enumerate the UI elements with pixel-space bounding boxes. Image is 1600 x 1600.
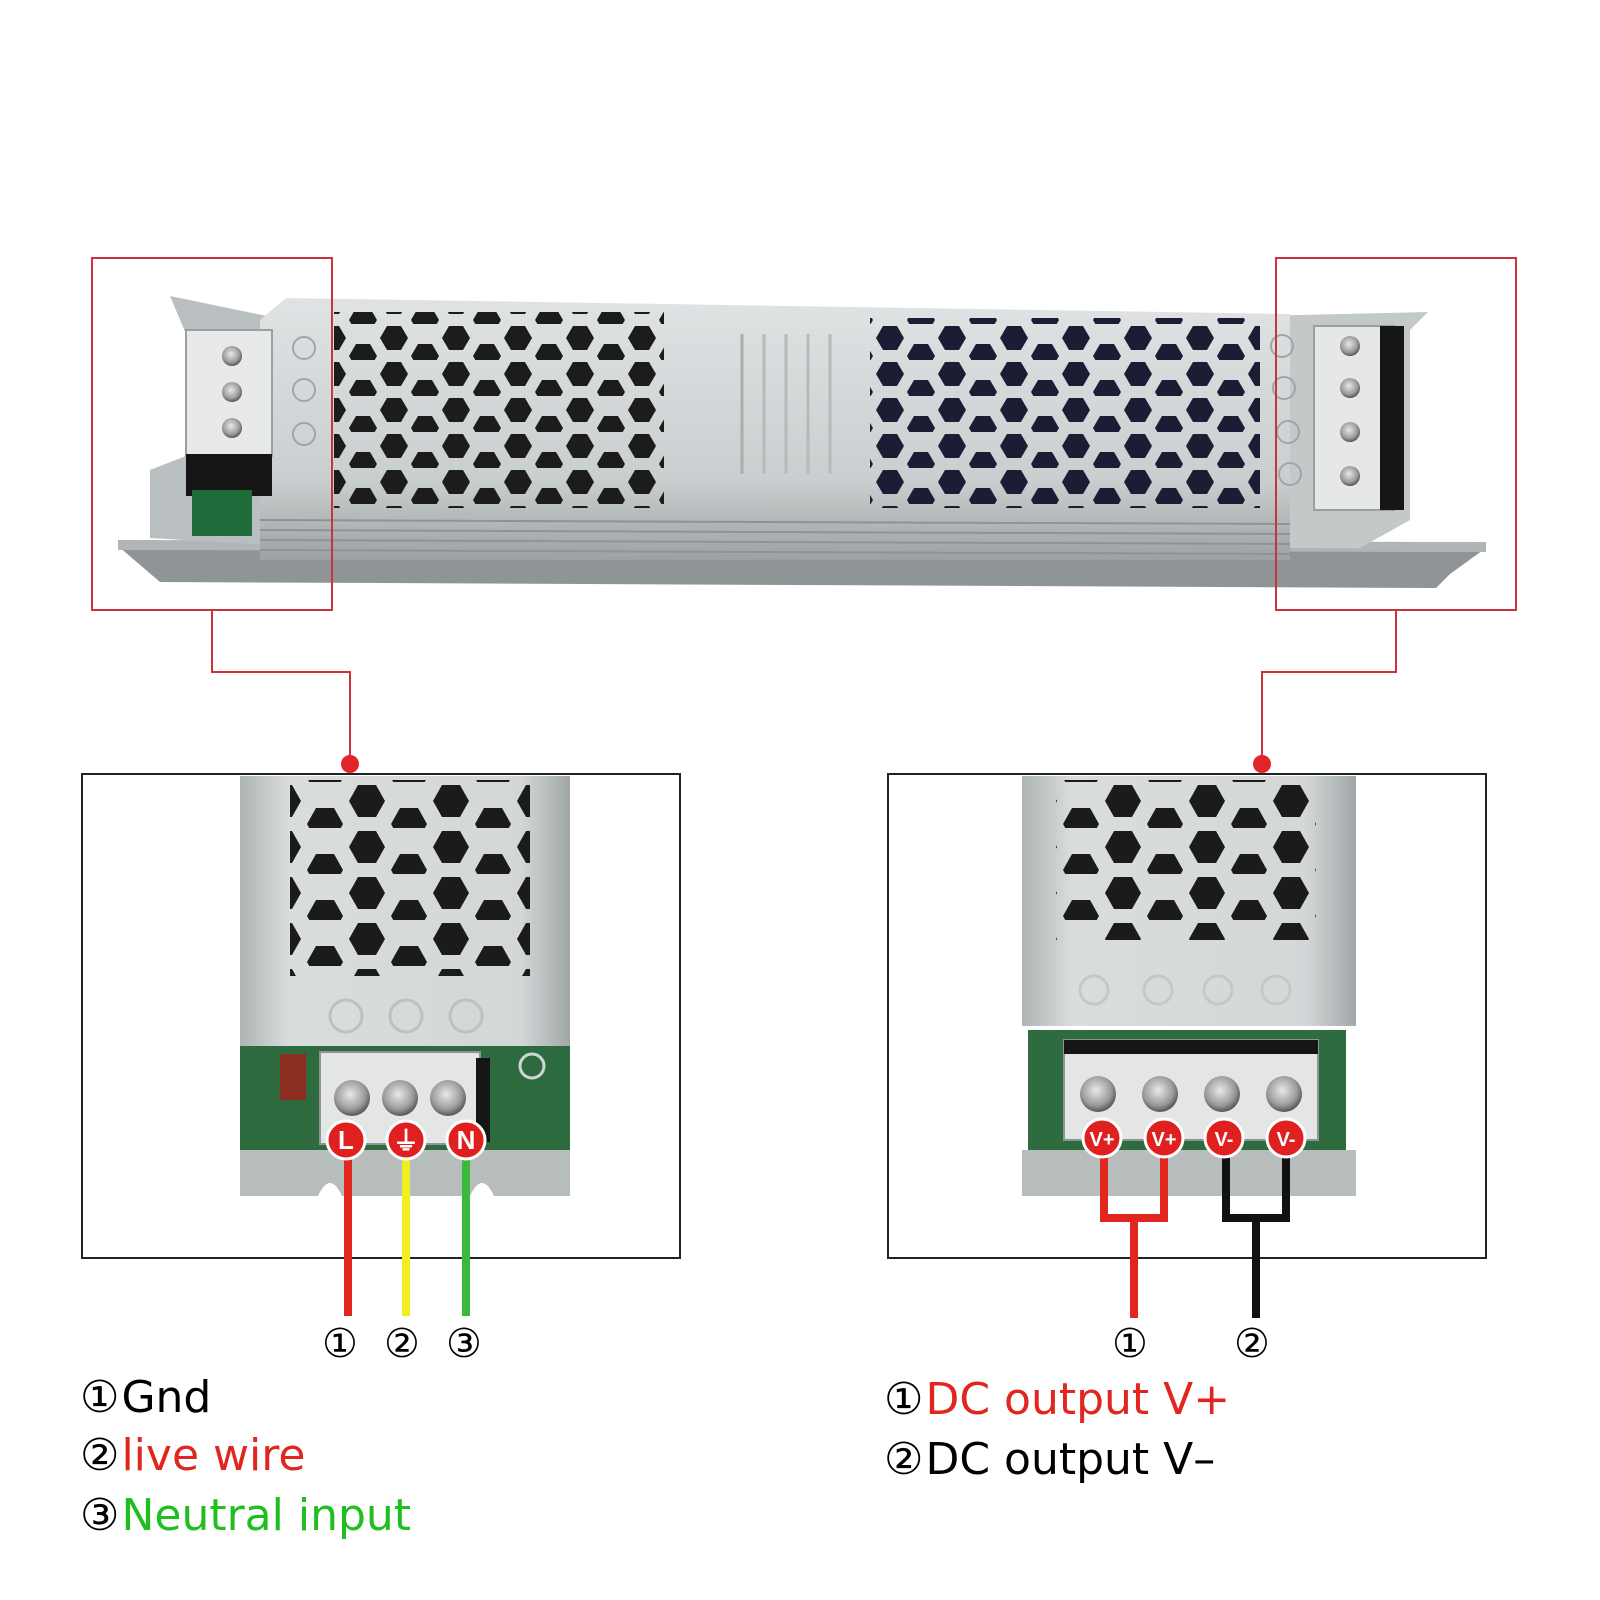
honeycomb-vent-icon (334, 312, 664, 508)
legend-item: ②DC output V– (884, 1434, 1215, 1486)
marker-v-plus: V+ (1089, 1129, 1114, 1151)
output-wires (1100, 1150, 1290, 1318)
honeycomb-vent-icon (290, 780, 530, 976)
callout-lines (91, 257, 1517, 764)
power-supply-unit (118, 296, 1486, 588)
legend-number: ③ (80, 1490, 120, 1541)
legend-text: Gnd (121, 1372, 212, 1423)
legend-number: ② (884, 1434, 924, 1485)
input-terminal-markers: L ⏚ N (325, 1119, 487, 1161)
marker-v-plus: V+ (1151, 1129, 1176, 1151)
wire-number: ③ (446, 1321, 482, 1367)
output-detail-panel (887, 773, 1487, 1259)
marker-l: L (338, 1125, 354, 1155)
legend-text: Neutral input (121, 1490, 412, 1541)
output-terminal-markers: V+ V+ V- V- (1081, 1117, 1307, 1159)
legend-item: ③Neutral input (80, 1490, 411, 1542)
legend-text: live wire (121, 1430, 306, 1481)
wire-number: ① (322, 1321, 358, 1367)
honeycomb-vent-icon (870, 318, 1260, 508)
ground-symbol-icon: ⏚ (393, 1126, 419, 1156)
honeycomb-vent-icon (1056, 780, 1316, 940)
legend-number: ① (884, 1374, 924, 1425)
marker-v-minus: V- (1215, 1129, 1234, 1151)
input-detail-panel (81, 773, 681, 1259)
marker-v-minus: V- (1277, 1129, 1296, 1151)
legend-number: ② (80, 1430, 120, 1481)
input-terminal-block (185, 329, 316, 536)
legend-item: ②live wire (80, 1430, 305, 1482)
marker-n: N (457, 1125, 476, 1155)
output-terminal-block (1270, 325, 1404, 511)
wire-number: ② (384, 1321, 420, 1367)
legend-number: ① (80, 1372, 120, 1423)
legend-text: DC output V+ (925, 1374, 1231, 1425)
callout-dot (1253, 755, 1271, 773)
legend-item: ①DC output V+ (884, 1374, 1230, 1426)
nameplate (740, 334, 832, 474)
legend-item: ①Gnd (80, 1372, 211, 1424)
wire-number: ② (1234, 1321, 1270, 1367)
callout-dot (341, 755, 359, 773)
wire-number: ① (1112, 1321, 1148, 1367)
legend-text: DC output V– (925, 1434, 1216, 1485)
input-wires (344, 1156, 470, 1316)
